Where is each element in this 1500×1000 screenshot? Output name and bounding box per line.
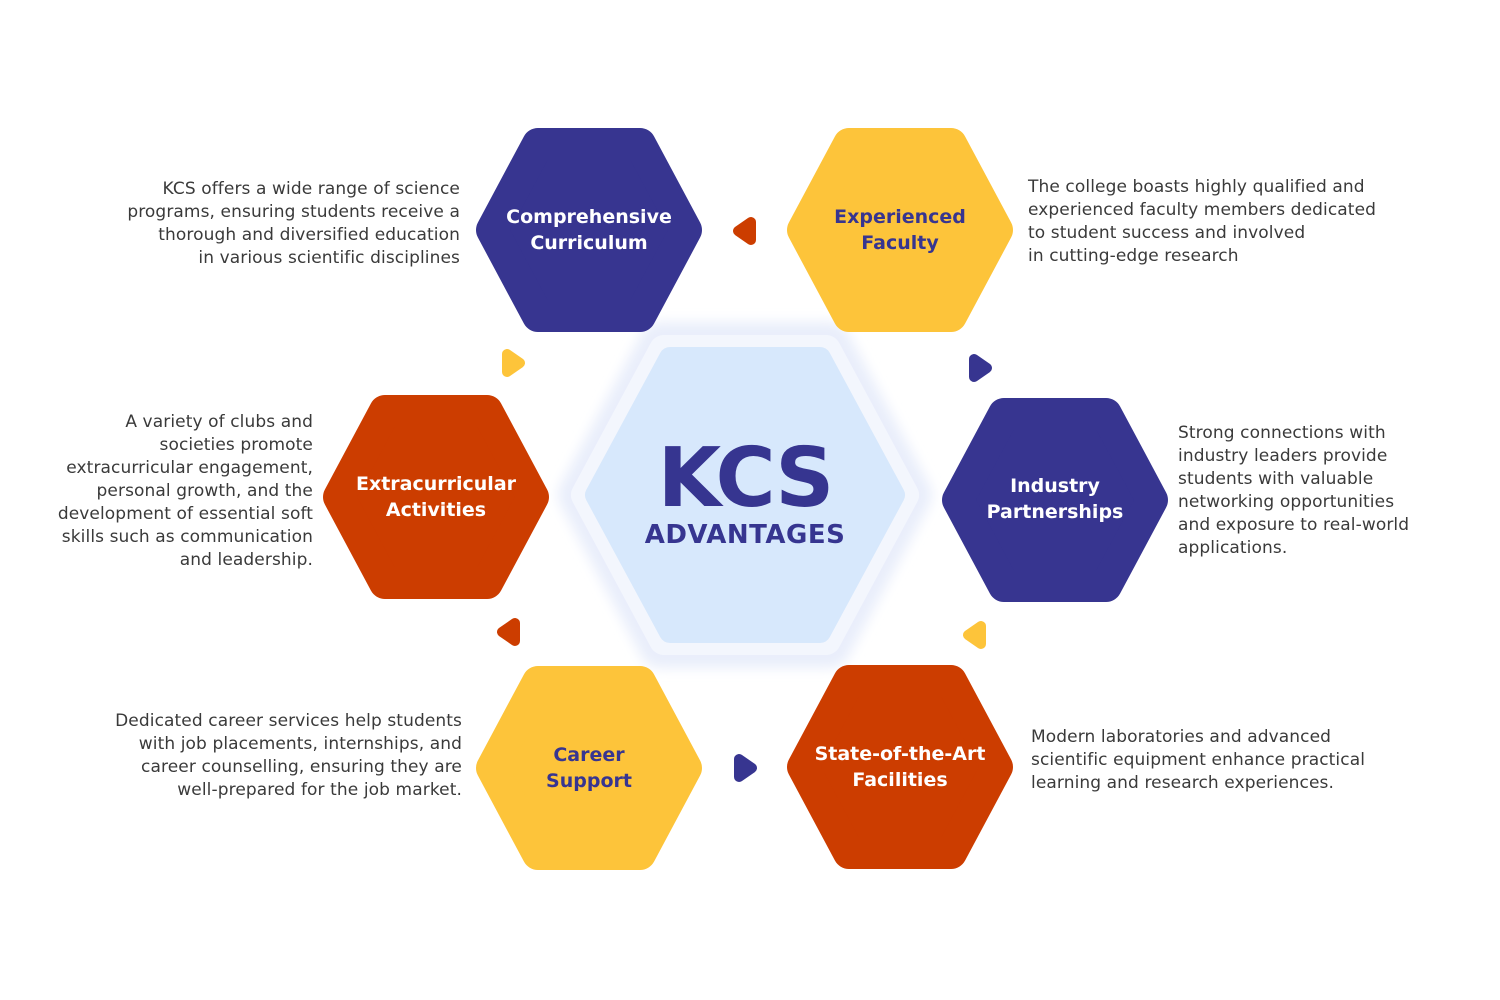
arrow-left-icon [963, 621, 986, 649]
desc-line: The college boasts highly qualified and [1028, 177, 1365, 197]
center-hex-inner [585, 347, 905, 643]
label-line: Industry [1010, 475, 1100, 497]
desc-line: A variety of clubs and [125, 412, 313, 432]
desc-extracurricular-activities: A variety of clubs and societies promote… [58, 411, 313, 572]
hex-extracurricular-activities [323, 395, 549, 599]
label-line: Activities [385, 499, 487, 521]
label-line: Experienced [834, 206, 966, 228]
desc-line: students with valuable [1178, 469, 1374, 489]
label-line: Curriculum [530, 232, 648, 254]
desc-comprehensive-curriculum: KCS offers a wide range of science progr… [127, 178, 460, 270]
desc-line: industry leaders provide [1178, 446, 1388, 466]
desc-line: extracurricular engagement, [66, 458, 313, 478]
desc-career-support: Dedicated career services help students … [115, 710, 462, 802]
desc-line: thorough and diversified education [158, 225, 460, 245]
desc-line: with job placements, internships, and [138, 734, 462, 754]
desc-line: experienced faculty members dedicated [1028, 200, 1377, 220]
desc-line: scientific equipment enhance practical [1031, 750, 1366, 770]
desc-line: Modern laboratories and advanced [1031, 727, 1332, 747]
desc-line: development of essential soft [57, 504, 313, 524]
desc-line: societies promote [159, 435, 313, 455]
label-line: Facilities [852, 769, 948, 791]
hex-experienced-faculty [787, 128, 1013, 332]
label-line: State-of-the-Art [814, 743, 986, 765]
title-main: KCS [657, 431, 835, 526]
desc-line: to student success and involved [1028, 223, 1306, 243]
desc-line: networking opportunities [1178, 492, 1395, 512]
center-title: KCS ADVANTAGES [644, 431, 846, 551]
desc-industry-partnerships: Strong connections with industry leaders… [1178, 422, 1409, 560]
hex-state-of-the-art-facilities [787, 665, 1013, 869]
label-line: Support [546, 770, 632, 792]
arrow-left-icon [733, 217, 756, 245]
label-line: Extracurricular [355, 473, 517, 495]
desc-line: well-prepared for the job market. [177, 780, 462, 800]
desc-line: in various scientific disciplines [198, 248, 460, 268]
desc-state-of-the-art-facilities: Modern laboratories and advanced scienti… [1031, 726, 1365, 795]
label-line: Partnerships [986, 501, 1124, 523]
label-line: Comprehensive [506, 206, 672, 228]
desc-line: personal growth, and the [96, 481, 313, 501]
arrow-right-icon [502, 349, 525, 377]
title-sub: ADVANTAGES [644, 520, 846, 550]
hex-comprehensive-curriculum [476, 128, 702, 332]
desc-line: Dedicated career services help students [115, 711, 462, 731]
arrow-right-icon [969, 354, 992, 382]
arrow-right-icon [734, 754, 757, 782]
hex-industry-partnerships [942, 398, 1168, 602]
desc-line: KCS offers a wide range of science [162, 179, 460, 199]
desc-line: applications. [1178, 538, 1288, 558]
label-line: Career [553, 744, 625, 766]
desc-line: skills such as communication [61, 527, 313, 547]
desc-experienced-faculty: The college boasts highly qualified and … [1028, 176, 1376, 268]
arrow-left-icon [497, 618, 520, 646]
desc-line: in cutting-edge research [1028, 246, 1239, 266]
desc-line: and exposure to real-world [1178, 515, 1410, 535]
desc-line: career counselling, ensuring they are [141, 757, 462, 777]
hex-career-support [476, 666, 702, 870]
desc-line: programs, ensuring students receive a [127, 202, 460, 222]
label-line: Faculty [861, 232, 939, 254]
desc-line: learning and research experiences. [1031, 773, 1334, 793]
desc-line: Strong connections with [1178, 423, 1386, 443]
desc-line: and leadership. [179, 550, 313, 570]
